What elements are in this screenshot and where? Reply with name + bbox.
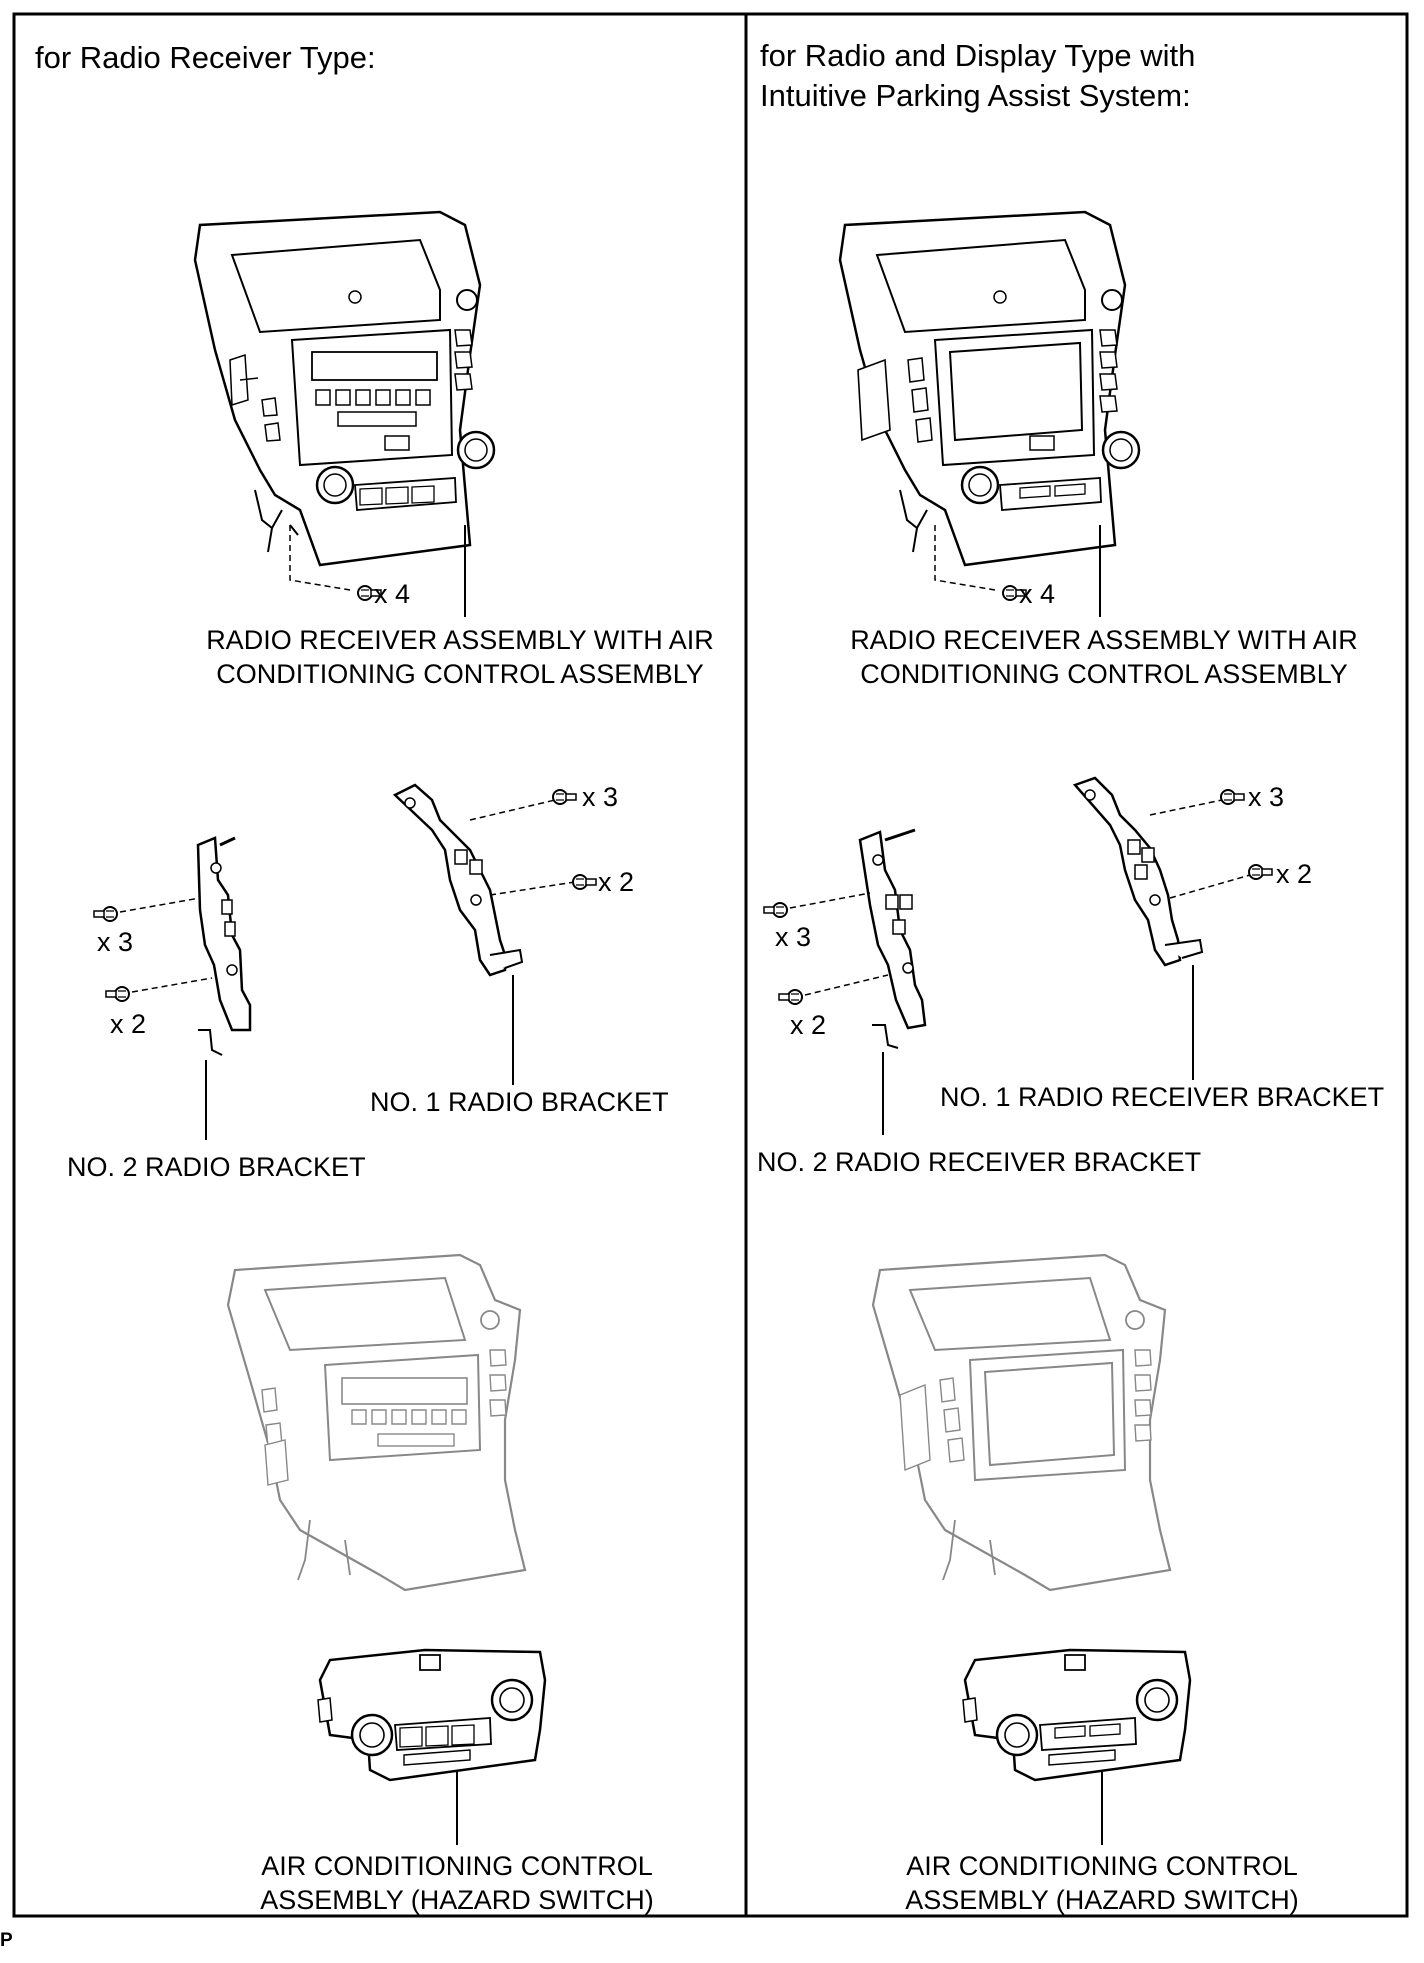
left-no1-bracket-drawing — [392, 783, 524, 977]
right-no2-bracket-drawing — [858, 828, 927, 1049]
right-header-line1: for Radio and Display Type with — [760, 38, 1196, 73]
right-ac-control-drawing — [962, 1648, 1192, 1782]
left-no2-bracket-label: NO. 2 RADIO BRACKET — [67, 1152, 366, 1182]
right-no2-screw-a — [763, 902, 788, 918]
right-ac-label-line2: ASSEMBLY (HAZARD SWITCH) — [905, 1885, 1299, 1915]
outer-border — [12, 12, 1409, 1918]
left-no1-screw-a-qty: x 3 — [582, 782, 619, 812]
right-no1-bracket-label: NO. 1 RADIO RECEIVER BRACKET — [940, 1082, 1385, 1112]
left-no2-screw-a — [93, 906, 118, 922]
right-no1-screw-b-qty: x 2 — [1276, 859, 1313, 889]
right-radio-screw-qty: x 4 — [1019, 579, 1056, 609]
right-no1-screw-a — [1220, 789, 1245, 805]
right-no1-bracket-drawing — [1072, 776, 1204, 967]
left-bezel-drawing — [226, 1253, 527, 1592]
left-ac-control-label: AIR CONDITIONING CONTROL ASSEMBLY (HAZAR… — [222, 1849, 692, 1917]
right-radio-label-line1: RADIO RECEIVER ASSEMBLY WITH AIR — [850, 625, 1358, 655]
right-no2-screw-a-leader — [789, 892, 871, 909]
left-no1-screw-b — [572, 874, 597, 890]
left-no1-screw-a-leader — [469, 799, 556, 821]
left-radio-assembly-label: RADIO RECEIVER ASSEMBLY WITH AIR CONDITI… — [190, 623, 730, 691]
left-radio-label-line1: RADIO RECEIVER ASSEMBLY WITH AIR — [206, 625, 714, 655]
left-no1-screw-b-leader — [489, 881, 576, 896]
right-no2-screw-a-qty: x 3 — [775, 922, 812, 952]
right-radio-assembly-drawing — [838, 210, 1141, 567]
right-no2-screw-b — [778, 989, 803, 1005]
left-no2-screw-b — [105, 986, 130, 1002]
right-bezel-drawing — [871, 1253, 1172, 1592]
right-no1-screw-b — [1248, 864, 1273, 880]
right-no2-screw-b-leader — [804, 974, 889, 996]
right-no1-screw-b-leader — [1169, 874, 1251, 899]
left-no1-screw-b-qty: x 2 — [598, 867, 635, 897]
left-no1-screw-a — [552, 789, 577, 805]
left-ac-control-drawing — [317, 1648, 547, 1782]
right-radio-screw-leader — [934, 525, 996, 591]
right-ac-label-line1: AIR CONDITIONING CONTROL — [906, 1851, 1298, 1881]
right-panel-header: for Radio and Display Type with Intuitiv… — [760, 36, 1195, 116]
left-ac-label-line2: ASSEMBLY (HAZARD SWITCH) — [260, 1885, 654, 1915]
right-no2-screw-b-qty: x 2 — [790, 1010, 827, 1040]
right-radio-assembly-label: RADIO RECEIVER ASSEMBLY WITH AIR CONDITI… — [834, 623, 1374, 691]
left-no2-screw-a-leader — [119, 897, 201, 913]
left-radio-assembly-drawing — [193, 210, 496, 567]
left-ac-label-line1: AIR CONDITIONING CONTROL — [261, 1851, 653, 1881]
right-radio-label-line2: CONDITIONING CONTROL ASSEMBLY — [860, 659, 1348, 689]
left-no1-bracket-label: NO. 1 RADIO BRACKET — [370, 1087, 669, 1117]
footer-code: P — [0, 1930, 13, 1951]
right-header-line2: Intuitive Parking Assist System: — [760, 78, 1191, 113]
right-no1-screw-a-leader — [1149, 799, 1223, 816]
right-ac-control-label: AIR CONDITIONING CONTROL ASSEMBLY (HAZAR… — [867, 1849, 1337, 1917]
left-no2-screw-a-qty: x 3 — [97, 927, 134, 957]
left-radio-screw-qty: x 4 — [374, 579, 411, 609]
left-panel-header: for Radio Receiver Type: — [35, 40, 376, 75]
right-no1-screw-a-qty: x 3 — [1248, 782, 1285, 812]
left-no2-bracket-drawing — [196, 836, 252, 1056]
right-no2-bracket-label: NO. 2 RADIO RECEIVER BRACKET — [757, 1147, 1202, 1177]
left-no2-screw-b-leader — [131, 977, 213, 993]
left-no2-screw-b-qty: x 2 — [110, 1009, 147, 1039]
left-radio-label-line2: CONDITIONING CONTROL ASSEMBLY — [216, 659, 704, 689]
left-radio-screw-leader — [289, 525, 351, 591]
